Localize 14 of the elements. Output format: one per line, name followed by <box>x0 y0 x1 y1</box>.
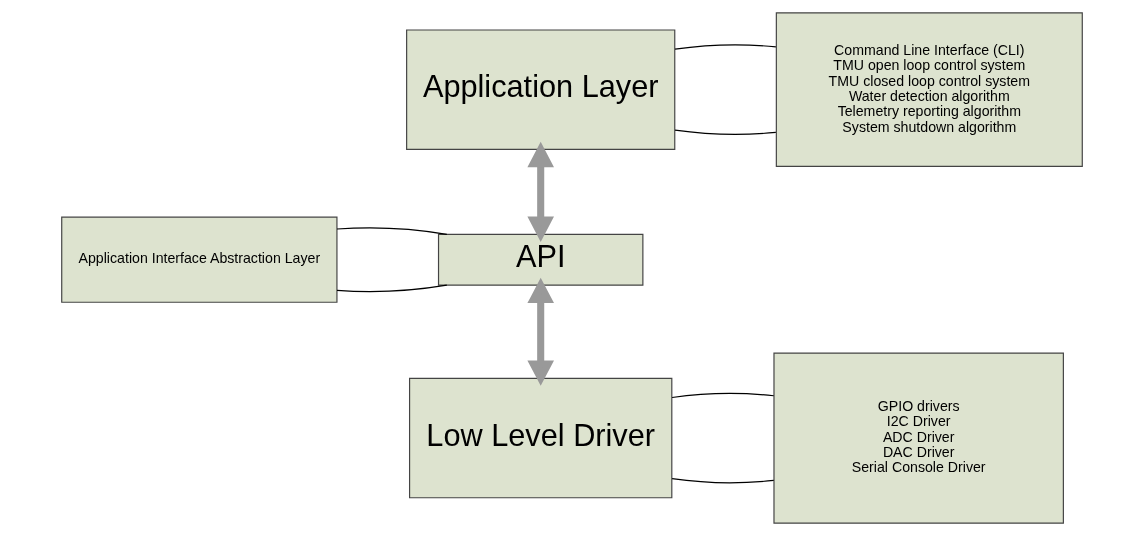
node-box: Low Level Driver <box>408 377 672 499</box>
arrow <box>526 277 554 386</box>
node-box: Command Line Interface (CLI) TMU open loop control system TMU closed loop control system Water detection algorithm Telemetry reporting algorithm System shutdown algorithm <box>775 12 1083 167</box>
node-box: API <box>437 233 643 286</box>
connector <box>335 227 447 235</box>
connector <box>671 392 774 399</box>
connector <box>671 478 774 484</box>
node-box: GPIO drivers I2C Driver ADC Driver DAC Driver Serial Console Driver <box>772 352 1064 524</box>
arrow <box>526 141 554 242</box>
connector <box>673 129 776 135</box>
connector <box>335 284 447 293</box>
node-box: Application Layer <box>405 29 675 150</box>
node-box: Application Interface Abstraction Layer <box>60 216 338 303</box>
connector <box>673 44 776 50</box>
